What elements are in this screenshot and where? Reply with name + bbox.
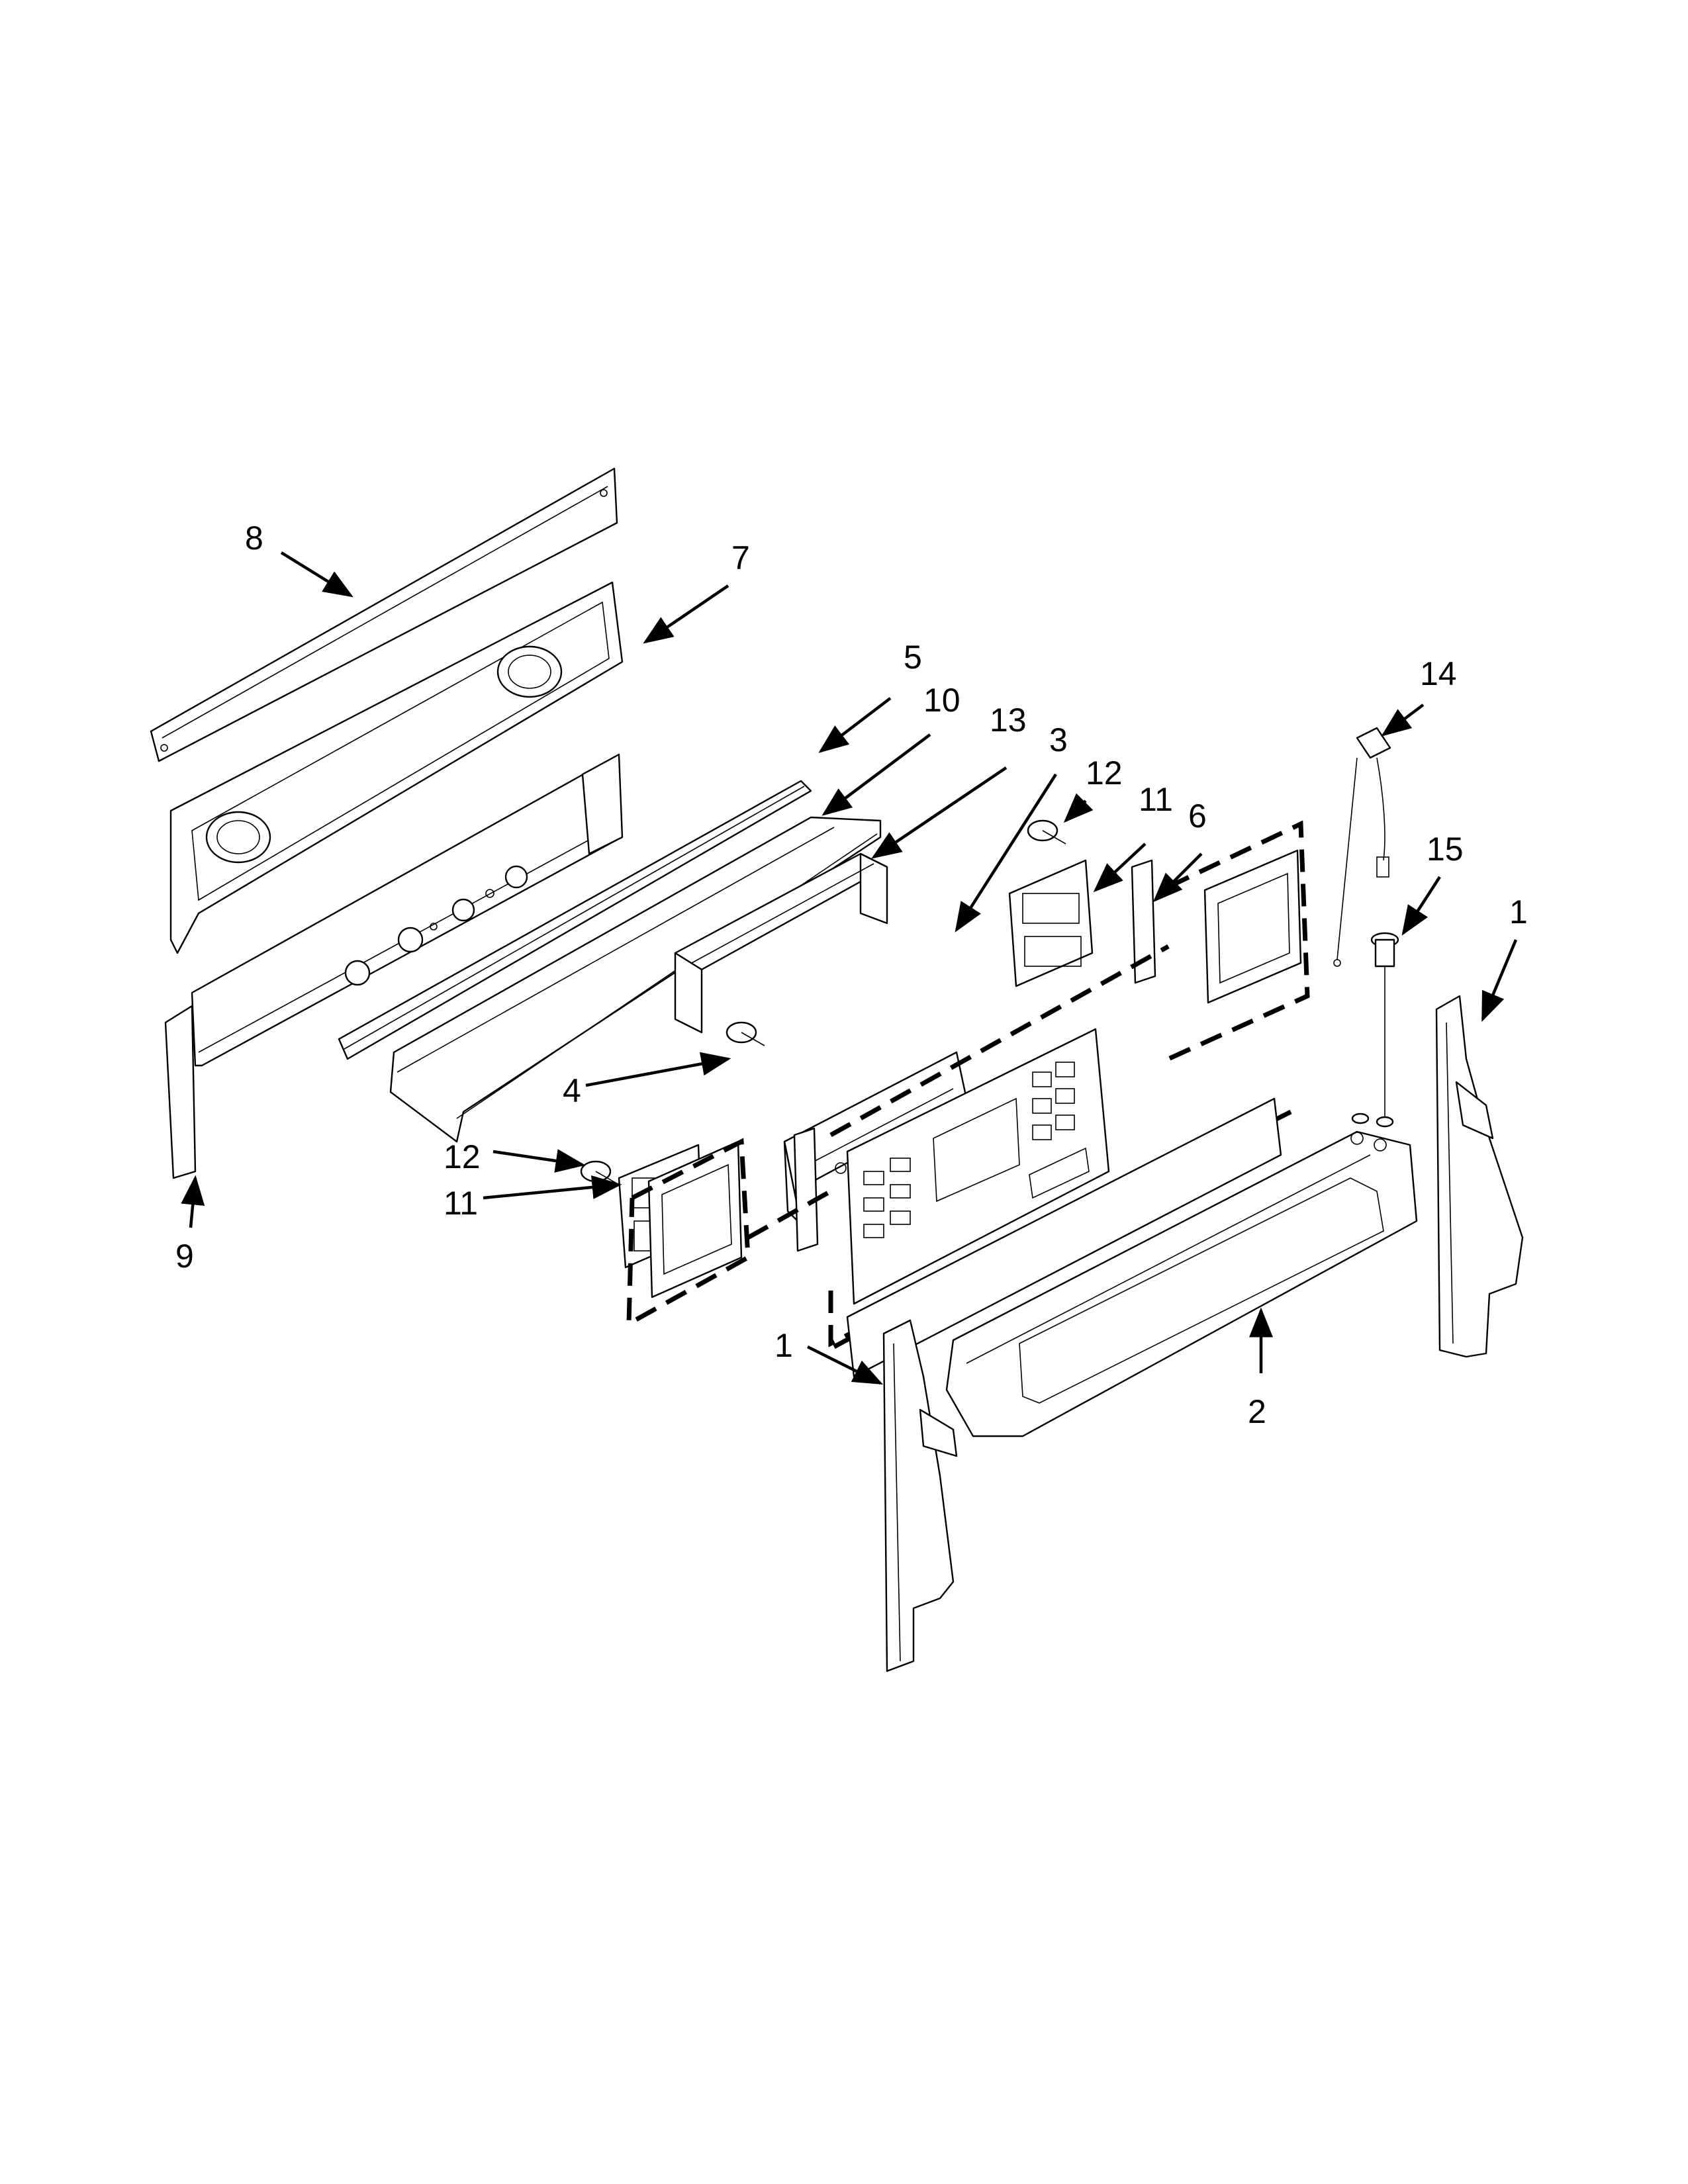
callout-11-upper: 11 xyxy=(1139,781,1173,818)
part-bracket-clips xyxy=(647,849,1302,1298)
callout-4: 4 xyxy=(563,1072,581,1109)
callout-labels: 8 7 5 10 13 3 12 11 6 14 15 1 4 12 9 11 … xyxy=(175,520,1528,1430)
part-11-display-upper xyxy=(1008,859,1094,987)
part-2-front-trim xyxy=(945,1130,1418,1437)
part-14-switch-harness xyxy=(1333,727,1391,967)
callout-2: 2 xyxy=(1248,1393,1266,1430)
callout-12-lower: 12 xyxy=(444,1138,481,1175)
keypad-buttons xyxy=(863,1062,1075,1238)
part-5-strip xyxy=(338,780,812,1060)
callout-15: 15 xyxy=(1427,831,1464,868)
glass-panel xyxy=(846,1097,1282,1378)
part-13-ribbon-cable xyxy=(674,852,888,1034)
part-1-end-cap-right xyxy=(1435,995,1524,1358)
part-8-strip xyxy=(150,467,618,762)
part-6-assembly-outline xyxy=(829,820,1310,1138)
control-panel xyxy=(846,1028,1110,1305)
part-4-screw xyxy=(726,1021,765,1046)
assembly-outline-left xyxy=(626,1138,832,1328)
part-9-bracket-rail xyxy=(164,753,624,1179)
part-12-screw-lower xyxy=(580,1160,620,1185)
callout-1-left: 1 xyxy=(774,1327,793,1364)
callout-13: 13 xyxy=(990,702,1027,739)
callout-11-lower: 11 xyxy=(444,1185,478,1222)
callout-12-upper: 12 xyxy=(1086,754,1123,792)
callout-3: 3 xyxy=(1049,721,1068,758)
callout-10: 10 xyxy=(923,682,961,719)
leader-lines xyxy=(181,551,1518,1385)
callout-7: 7 xyxy=(731,539,750,576)
callout-1-right: 1 xyxy=(1509,893,1528,931)
part-15-light-socket xyxy=(1351,932,1399,1128)
callout-14: 14 xyxy=(1420,655,1457,692)
part-12-screw-upper xyxy=(1027,819,1066,844)
callout-9: 9 xyxy=(175,1238,194,1275)
callout-8: 8 xyxy=(245,520,263,557)
callout-6: 6 xyxy=(1188,797,1207,835)
part-10-trough xyxy=(389,816,882,1143)
part-1-end-cap-left xyxy=(882,1319,958,1672)
part-7-duct-panel xyxy=(169,581,624,954)
callout-5: 5 xyxy=(904,639,922,676)
